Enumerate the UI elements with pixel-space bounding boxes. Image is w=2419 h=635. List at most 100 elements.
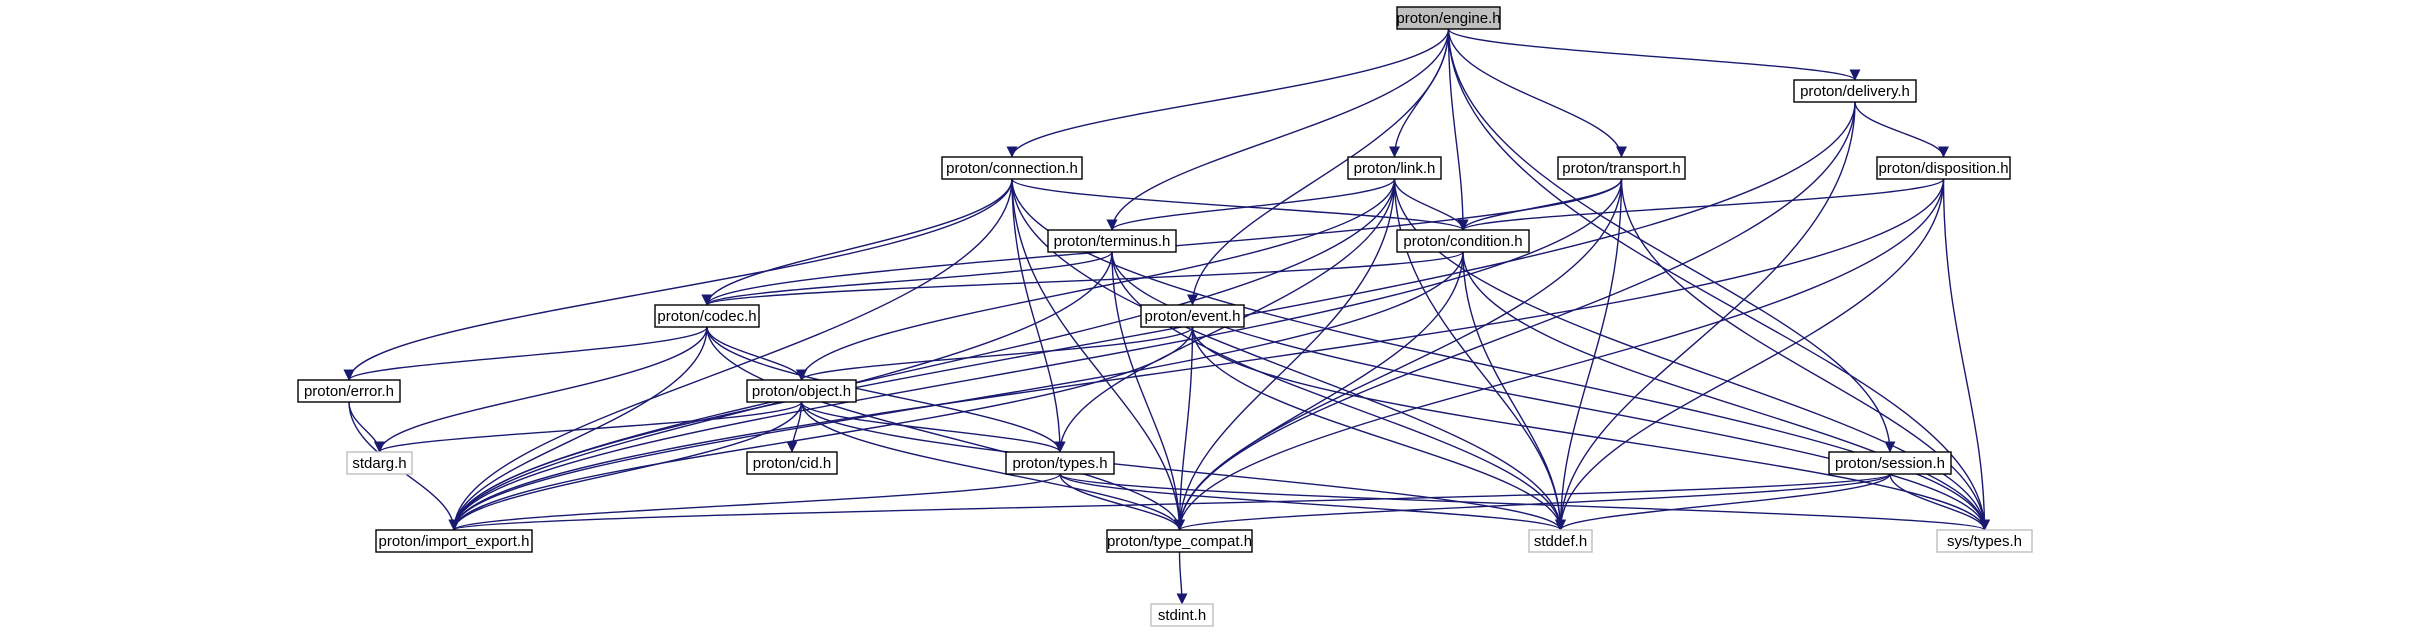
- node-session[interactable]: proton/session.h: [1828, 451, 1952, 475]
- node-delivery[interactable]: proton/delivery.h: [1793, 79, 1917, 103]
- edge-link-to-terminus: [1106, 178, 1396, 231]
- edge-terminus-to-codec: [701, 251, 1113, 306]
- edge-condition-to-codec: [701, 251, 1464, 306]
- node-box: [1140, 304, 1245, 328]
- edge-connection-to-types: [1011, 178, 1066, 453]
- edge-disposition-to-type_compat: [1174, 178, 1945, 531]
- edge-link-to-object: [796, 178, 1396, 381]
- edge-connection-to-import_export: [448, 178, 1013, 531]
- node-box: [941, 156, 1083, 180]
- node-label: proton/delivery.h: [1800, 83, 1910, 100]
- node-label: stdarg.h: [352, 455, 406, 472]
- edge-codec-to-error: [343, 326, 708, 381]
- node-event[interactable]: proton/event.h: [1140, 304, 1245, 328]
- node-stdarg: stdarg.h: [346, 451, 413, 475]
- node-cid[interactable]: proton/cid.h: [746, 451, 838, 475]
- node-box: [1557, 156, 1686, 180]
- node-connection[interactable]: proton/connection.h: [941, 156, 1083, 180]
- edge-event-to-object: [796, 326, 1194, 381]
- node-label: stddef.h: [1534, 533, 1587, 550]
- node-types[interactable]: proton/types.h: [1005, 451, 1115, 475]
- node-transport[interactable]: proton/transport.h: [1557, 156, 1686, 180]
- edge-codec-to-types: [706, 326, 1066, 453]
- edge-codec-to-stdarg: [374, 326, 708, 453]
- edge-disposition-to-import_export: [448, 178, 1945, 531]
- node-systypes: sys/types.h: [1936, 529, 2033, 553]
- node-object[interactable]: proton/object.h: [746, 379, 857, 403]
- node-box: [297, 379, 401, 403]
- edge-disposition-to-stddef: [1555, 178, 1945, 531]
- node-box: [1396, 229, 1530, 253]
- edge-types-to-import_export: [448, 473, 1061, 531]
- node-disposition[interactable]: proton/disposition.h: [1876, 156, 2011, 180]
- node-label: proton/type_compat.h: [1107, 533, 1252, 550]
- edge-engine-to-delivery: [1447, 28, 1861, 81]
- node-box: [1528, 529, 1593, 553]
- node-label: proton/transport.h: [1562, 160, 1680, 177]
- node-box: [1936, 529, 2033, 553]
- edge-link-to-type_compat: [1174, 178, 1396, 531]
- edge-types-to-systypes: [1059, 473, 1990, 531]
- node-box: [746, 451, 838, 475]
- node-box: [1396, 6, 1501, 30]
- node-box: [654, 304, 760, 328]
- edge-transport-to-systypes: [1620, 178, 1990, 531]
- node-engine: proton/engine.h: [1396, 6, 1501, 30]
- edge-delivery-to-stddef: [1555, 101, 1856, 531]
- edge-engine-to-terminus: [1106, 28, 1450, 231]
- edge-connection-to-codec: [701, 178, 1013, 306]
- node-label: proton/condition.h: [1403, 233, 1522, 250]
- edge-session-to-type_compat: [1174, 473, 1891, 531]
- edge-types-to-stddef: [1059, 473, 1566, 531]
- node-box: [1150, 603, 1214, 627]
- node-box: [1876, 156, 2011, 180]
- node-label: proton/cid.h: [753, 455, 831, 472]
- edge-transport-to-import_export: [448, 178, 1623, 531]
- edge-link-to-import_export: [448, 178, 1396, 531]
- node-box: [1106, 529, 1253, 553]
- node-import-export[interactable]: proton/import_export.h: [375, 529, 533, 553]
- node-error[interactable]: proton/error.h: [297, 379, 401, 403]
- node-label: proton/event.h: [1145, 308, 1241, 325]
- edge-codec-to-import_export: [448, 326, 708, 531]
- edge-engine-to-session: [1447, 28, 1896, 453]
- edge-session-to-stddef: [1555, 473, 1891, 531]
- edge-terminus-to-stddef: [1111, 251, 1566, 531]
- node-label: proton/codec.h: [657, 308, 756, 325]
- node-label: proton/types.h: [1012, 455, 1107, 472]
- edge-condition-to-type_compat: [1174, 251, 1464, 531]
- node-link[interactable]: proton/link.h: [1347, 156, 1442, 180]
- edge-terminus-to-systypes: [1111, 251, 1990, 531]
- edge-disposition-to-condition: [1457, 178, 1945, 231]
- edge-engine-to-event: [1187, 28, 1450, 306]
- node-condition[interactable]: proton/condition.h: [1396, 229, 1530, 253]
- node-box: [1005, 451, 1115, 475]
- node-terminus[interactable]: proton/terminus.h: [1047, 229, 1177, 253]
- edge-connection-to-error: [343, 178, 1013, 381]
- node-label: proton/error.h: [304, 383, 394, 400]
- edge-engine-to-transport: [1447, 28, 1627, 158]
- edge-engine-to-condition: [1447, 28, 1469, 231]
- edge-object-to-cid: [786, 401, 803, 453]
- edge-engine-to-systypes: [1447, 28, 1990, 531]
- node-label: proton/connection.h: [946, 160, 1078, 177]
- edge-connection-to-type_compat: [1011, 178, 1185, 531]
- edge-event-to-stddef: [1191, 326, 1566, 531]
- node-codec[interactable]: proton/codec.h: [654, 304, 760, 328]
- node-label: proton/object.h: [752, 383, 851, 400]
- edge-object-to-stdarg: [374, 401, 803, 453]
- edge-disposition-to-systypes: [1942, 178, 1990, 531]
- node-stddef: stddef.h: [1528, 529, 1593, 553]
- edge-event-to-import_export: [448, 326, 1194, 531]
- node-type-compat[interactable]: proton/type_compat.h: [1106, 529, 1253, 553]
- file-nodes: proton/engine.h proton/delivery.h proton/c…: [297, 6, 2033, 627]
- node-box: [1347, 156, 1442, 180]
- edge-error-to-stdarg: [348, 401, 385, 453]
- edge-event-to-systypes: [1191, 326, 1990, 531]
- edge-object-to-import_export: [448, 401, 803, 531]
- edge-condition-to-systypes: [1462, 251, 1990, 531]
- node-label: proton/engine.h: [1396, 10, 1500, 27]
- node-label: proton/import_export.h: [379, 533, 530, 550]
- node-label: proton/disposition.h: [1878, 160, 2008, 177]
